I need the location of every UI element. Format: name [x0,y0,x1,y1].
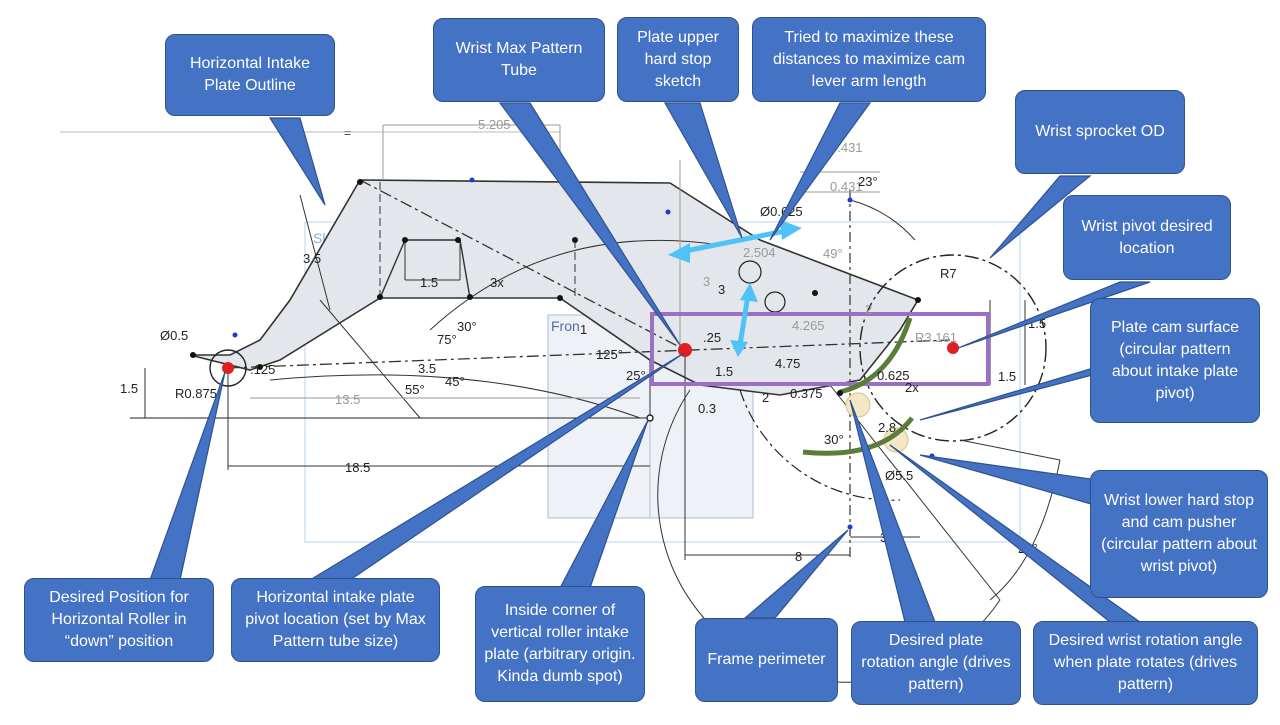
dim-0-3: 0.3 [698,401,716,416]
front-plane-label: Fron [551,318,580,334]
callout-desired-wrist-rotation: Desired wrist rotation angle when plate … [1033,621,1258,705]
callout-plate-upper-hard-stop: Plate upper hard stop sketch [617,17,739,102]
lever-arm-arrows [668,220,802,357]
plate-cam-arc [839,317,913,395]
dim-2-8: 2.8 [878,420,896,435]
dim-3-5-a: 3.5 [303,251,321,266]
callout-plate-pivot-location: Horizontal intake plate pivot location (… [231,578,440,662]
dim-3-b: 3 [718,282,725,297]
dim-4265: 4.265 [792,318,825,333]
dim-23-a: 23° [858,174,878,189]
wrist-pivot-dot [947,342,959,354]
dim-8: 8 [795,549,802,564]
dim-30-b: 30° [824,432,844,447]
plate-pivot-dot [678,343,692,357]
dim-30-a: 30° [457,319,477,334]
callout-wrist-max-pattern-tube: Wrist Max Pattern Tube [433,18,605,102]
dim-75: 75° [437,332,457,347]
dim-1-5-a: 1.5 [420,275,438,290]
dim-025: .25 [703,330,721,345]
dim-3-5-b: 3.5 [418,361,436,376]
dim-r3161: R3.161 [915,330,957,345]
callout-wrist-lower-hard-stop: Wrist lower hard stop and cam pusher (ci… [1090,470,1268,598]
dim-r7: R7 [940,266,957,281]
max-pattern-tube-box [650,312,990,386]
dim-4-75: 4.75 [775,356,800,371]
dim-5205: 5.205 [478,117,511,132]
dim-1: 1 [580,322,587,337]
dim-3-a: 3 [703,274,710,289]
dim-55-diam: Ø5.5 [885,468,913,483]
callout-wrist-pivot-desired-location: Wrist pivot desired location [1063,195,1231,280]
dim-1-5-c: 1.5 [715,364,733,379]
dim-3x: 3x [490,275,504,290]
dim-49: 49° [823,246,843,261]
dim-55: 55° [405,382,425,397]
callout-maximize-distances: Tried to maximize these distances to max… [752,17,986,102]
dim-0375: 0.375 [790,386,823,401]
dim-2-small: 2 [865,302,872,317]
equals-constraint: = [344,126,351,140]
callout-horizontal-intake-plate-outline: Horizontal Intake Plate Outline [165,34,335,116]
roller-position-dot [222,362,234,374]
callout-pointers [149,102,1151,623]
cam-pusher-1 [845,392,871,418]
callout-plate-cam-surface: Plate cam surface (circular pattern abou… [1090,298,1260,423]
dim-1-5-d: 1.5 [998,369,1016,384]
dim-05: Ø0.5 [160,328,188,343]
dim-2x: 2x [905,380,919,395]
dim-1-5-b: 1.5 [120,381,138,396]
dim-0431-b: 0.431 [830,179,863,194]
callout-inside-corner: Inside corner of vertical roller intake … [475,586,645,702]
callout-desired-roller-position: Desired Position for Horizontal Roller i… [24,578,214,662]
wrist-sprocket-od-circle [859,254,1047,442]
dim-r0875: R0.875 [175,386,217,401]
dim-18-5: 18.5 [345,460,370,475]
callout-desired-plate-rotation: Desired plate rotation angle (drives pat… [851,621,1021,705]
dim-2: 2 [762,390,769,405]
dim-45: 45° [445,374,465,389]
dim-2504: 2.504 [743,245,776,260]
dim-0625-b: 0.625 [877,368,910,383]
dim-125-b: .125 [250,362,275,377]
dim-125-a: 125° [596,347,623,362]
roller-circle [209,349,247,387]
callout-frame-perimeter: Frame perimeter [695,618,838,702]
callout-wrist-sprocket-od: Wrist sprocket OD [1015,90,1185,174]
dim-13-5: 13.5 [335,392,360,407]
